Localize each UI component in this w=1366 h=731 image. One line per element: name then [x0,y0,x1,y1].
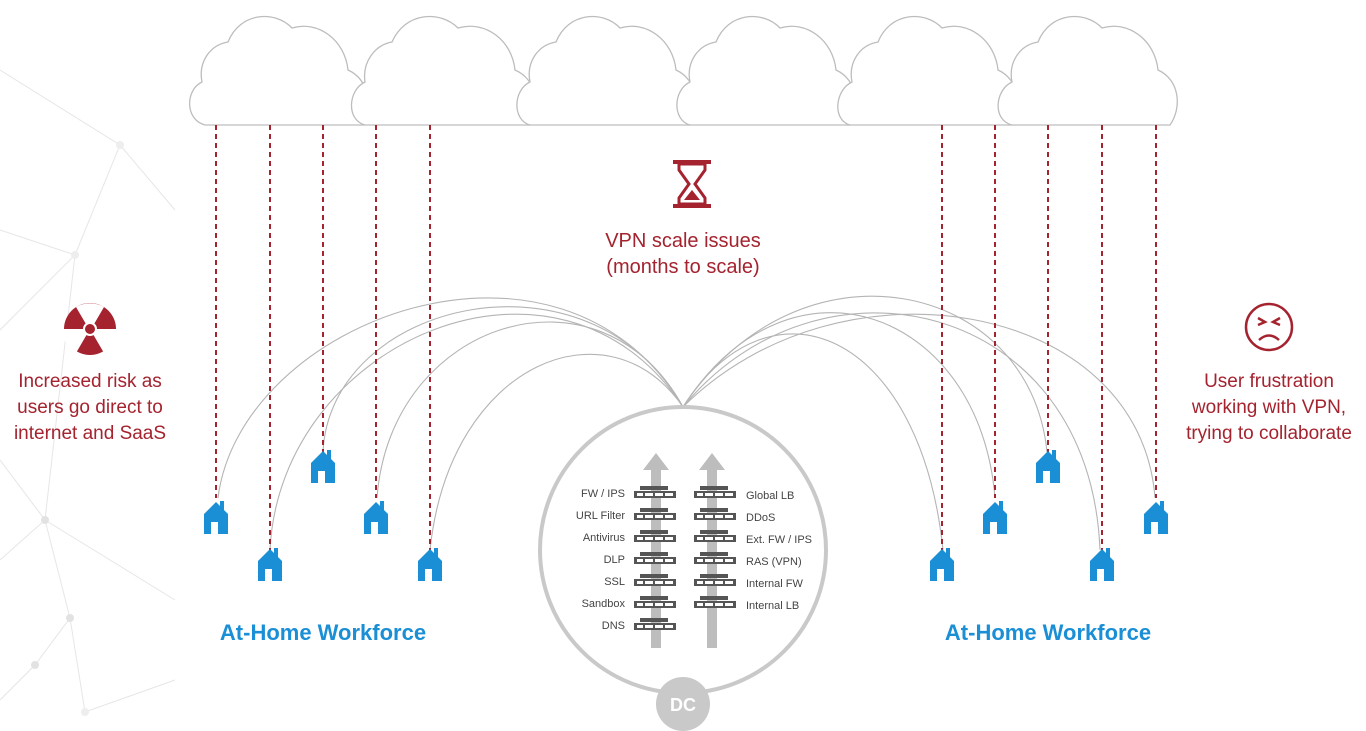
vpn-arcs [217,295,1156,551]
stack-label-left: Sandbox [582,598,626,610]
house-icon [418,548,442,581]
direct-internet-lines [215,125,1157,550]
risk-note-line: Increased risk as [18,371,162,392]
cloud-icon [837,15,1019,126]
cloud-icon [189,15,370,126]
frustration-note-line: trying to collaborate [1186,423,1352,444]
stack-label-left: URL Filter [576,510,625,522]
frustrated-face-icon [1244,302,1294,352]
house-icon [1144,501,1168,534]
background-network [0,69,176,716]
vpn-note-line: (months to scale) [606,256,760,278]
stack-label-left: FW / IPS [581,488,625,500]
house-icon [204,501,228,534]
stack-label-left: SSL [604,576,625,588]
house-icon [1036,450,1060,483]
frustration-note-line: User frustration [1204,371,1334,392]
stack-label-left: Antivirus [583,532,626,544]
vpn-note-line: VPN scale issues [605,230,761,252]
frustration-note-line: working with VPN, [1191,397,1347,418]
data-center: FW / IPS URL Filter Antivirus DLP SSL Sa… [538,405,828,731]
hourglass-icon [673,160,711,208]
stack-label-right: Ext. FW / IPS [746,534,812,546]
house-icon [983,501,1007,534]
workforce-label-right: At-Home Workforce [944,620,1152,645]
frustration-note: User frustration working with VPN, tryin… [1172,369,1366,447]
dc-label: DC [670,695,696,715]
risk-note: Increased risk as users go direct to int… [0,369,180,447]
radiation-icon [62,303,118,355]
house-icon [930,548,954,581]
home-icons-right [930,450,1168,581]
house-icon [311,450,335,483]
stack-label-right: Internal FW [746,578,803,590]
risk-note-line: internet and SaaS [13,423,167,444]
upward-arrow [643,453,725,648]
stack-label-right: Global LB [746,490,794,502]
cloud-icon [516,15,697,126]
cloud-row [189,15,1178,126]
risk-note-line: users go direct to [17,397,163,418]
stack-label-right: Internal LB [746,600,799,612]
dc-badge [656,677,710,731]
stack-label-left: DNS [602,620,625,632]
workforce-label-left: At-Home Workforce [219,620,427,645]
house-icon [1090,548,1114,581]
home-icons-left [204,450,442,581]
cloud-icon [350,15,537,126]
vpn-scale-note: VPN scale issues (months to scale) [563,228,803,280]
cloud-icon [997,15,1178,126]
cloud-icon [676,15,857,126]
house-icon [364,501,388,534]
house-icon [258,548,282,581]
stack-label-left: DLP [604,554,625,566]
stack-label-right: RAS (VPN) [746,556,802,568]
stack-label-right: DDoS [746,512,775,524]
